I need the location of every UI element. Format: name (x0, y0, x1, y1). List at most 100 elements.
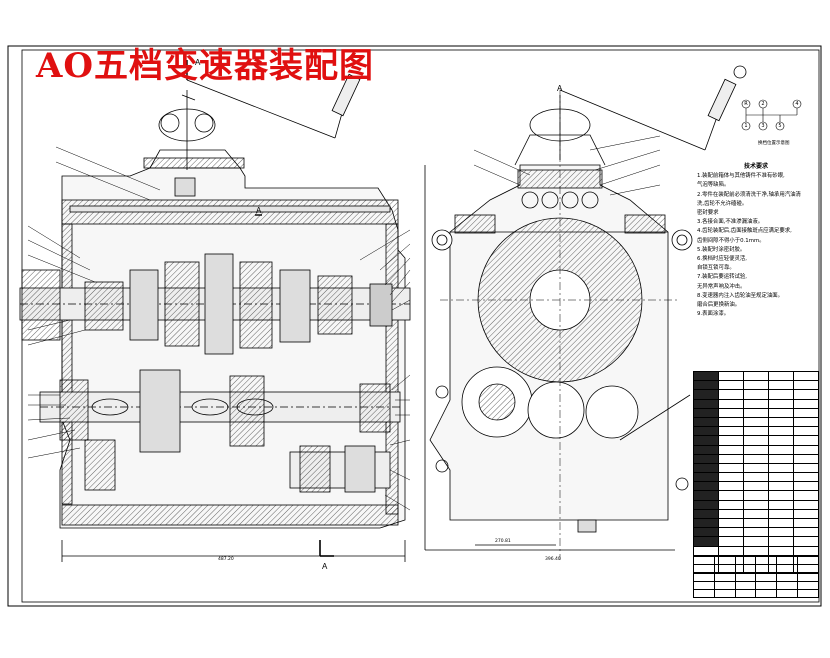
parts-list-row (693, 490, 819, 501)
tech-req-line: 密封要求 (697, 210, 719, 217)
parts-list-cell (768, 380, 794, 391)
parts-list-cell (718, 389, 744, 400)
parts-list-cell (718, 380, 744, 391)
parts-list-cell (718, 398, 744, 409)
parts-list-cell (718, 517, 744, 529)
shift-diagram-caption: 换档位置示意图 (758, 141, 790, 146)
parts-list-cell (743, 453, 769, 464)
parts-list-cell (718, 426, 744, 437)
tech-req-line: 3.各接合面,不准渗漏油液。 (697, 219, 764, 226)
shift-label-2: 2 (761, 101, 765, 107)
parts-list-cell (743, 426, 769, 437)
parts-list-cell (693, 380, 719, 391)
parts-list-row (693, 472, 819, 483)
parts-list-cell (793, 462, 819, 474)
parts-list-row (693, 527, 819, 538)
parts-list-cell (743, 380, 769, 391)
parts-list-cell (693, 499, 719, 510)
parts-list-table (693, 370, 819, 575)
parts-list-cell (718, 407, 744, 418)
parts-list-cell (743, 508, 769, 520)
leader-lines-left (27, 146, 411, 511)
tech-req-line: 4.齿轮装配后,齿面接触斑点应满足要求, (697, 228, 792, 235)
dimension-right-small: 270.81 (495, 539, 511, 544)
tech-req-line: 8.变速器内注入齿轮油至规定油面。 (697, 292, 784, 299)
parts-list-cell (793, 407, 819, 418)
parts-list-cell (793, 527, 819, 538)
technical-requirements: 技术要求 1.装配前箱体与其他铸件不准有砂眼, 气泡等缺陷。 2.零件在装配前必… (697, 162, 815, 319)
section-letter-top-left: A (195, 58, 201, 67)
tech-req-line: 6.换档时应轻便灵活, (697, 256, 747, 263)
parts-list-cell (693, 407, 719, 418)
parts-list-cell (693, 398, 719, 409)
parts-list-cell (718, 472, 744, 483)
parts-list-cell (693, 453, 719, 464)
parts-list-cell (743, 389, 769, 400)
parts-list-cell (743, 490, 769, 501)
tech-req-line: 2.零件在装配前必须清洗干净,轴承用汽油清 (697, 191, 801, 198)
parts-list-cell (743, 370, 769, 382)
parts-list-cell (718, 481, 744, 492)
parts-list-cell (693, 545, 719, 556)
parts-list-cell (768, 517, 794, 529)
parts-list-cell (693, 490, 719, 501)
outer-frame (7, 45, 822, 607)
parts-list-cell (768, 426, 794, 437)
parts-list-cell (718, 527, 744, 538)
parts-list-cell (793, 435, 819, 446)
leader-lines-middle (473, 135, 661, 196)
parts-list-cell (718, 435, 744, 446)
parts-list-cell (718, 370, 744, 382)
tech-req-line: 5.装配时涂密封胶。 (697, 246, 746, 253)
parts-list-cell (693, 435, 719, 446)
parts-list-row (693, 536, 819, 547)
parts-list-cell (793, 472, 819, 483)
parts-list-cell (793, 370, 819, 382)
parts-list-cell (768, 398, 794, 409)
tech-req-line: 磨合后更换新油。 (697, 302, 741, 309)
parts-list-row (693, 462, 819, 474)
drawing-title: AO五档变速器装配图 (36, 46, 374, 86)
parts-list-row (693, 517, 819, 529)
parts-list-cell (718, 462, 744, 474)
shift-label-5: 5 (778, 123, 782, 129)
section-letter-bottom-left: A (322, 562, 328, 571)
parts-list-cell (743, 499, 769, 510)
tech-req-line: 9.表面涂漆。 (697, 311, 730, 318)
parts-list-row (693, 407, 819, 418)
parts-list-cell (793, 426, 819, 437)
tech-req-line: 1.装配前箱体与其他铸件不准有砂眼, (697, 173, 785, 180)
gearbox-end-view-icon (424, 65, 747, 560)
shift-label-r: R (744, 101, 748, 107)
parts-list-cell (793, 380, 819, 391)
parts-list-row (693, 481, 819, 492)
parts-list-cell (793, 453, 819, 464)
tech-req-line: 自锁互锁可靠。 (697, 265, 735, 272)
parts-list-cell (743, 517, 769, 529)
parts-list-cell (693, 517, 719, 529)
parts-list-cell (768, 545, 794, 556)
parts-list-row (693, 545, 819, 556)
parts-list-cell (718, 508, 744, 520)
section-letter-inner: A (256, 206, 262, 215)
parts-list-cell (768, 407, 794, 418)
parts-list-cell (693, 426, 719, 437)
tech-req-line: 洗,齿轮不允许磕碰。 (697, 200, 748, 207)
parts-list-cell (693, 481, 719, 492)
shift-pattern-icon (741, 99, 802, 131)
shift-label-1: 1 (744, 123, 748, 129)
parts-list-cell (743, 472, 769, 483)
parts-list-cell (693, 370, 719, 382)
parts-list-cell (743, 444, 769, 455)
title-block (693, 555, 819, 599)
parts-list-cell (693, 508, 719, 520)
parts-list-cell (793, 389, 819, 400)
parts-list-cell (768, 370, 794, 382)
parts-list-cell (718, 545, 744, 556)
parts-list-row (693, 444, 819, 455)
parts-list-cell (693, 462, 719, 474)
tech-req-line: 无异常声响及冲击。 (697, 283, 746, 290)
parts-list-cell (743, 462, 769, 474)
